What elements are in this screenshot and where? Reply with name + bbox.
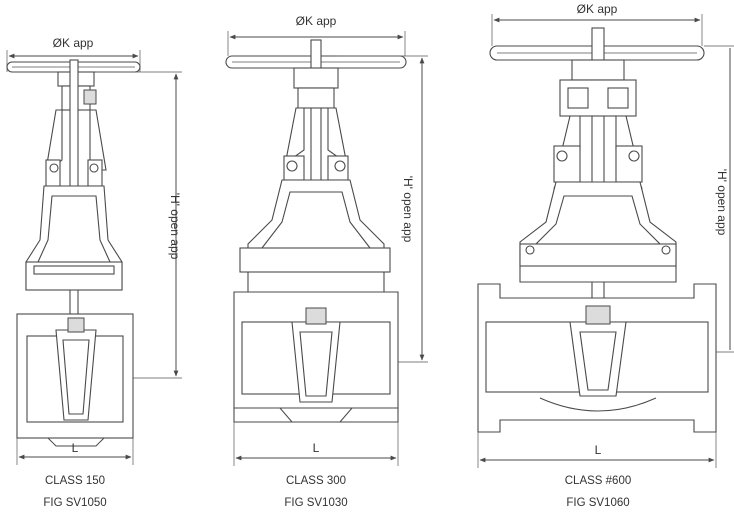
- l-dimension-label: L: [313, 441, 320, 455]
- valve-class-600: ØK app: [477, 2, 734, 509]
- valve-class-150: ØK app 'H' open: [6, 36, 182, 509]
- h-dimension-label: 'H' open app: [715, 169, 729, 236]
- k-dimension-label: ØK app: [296, 14, 337, 28]
- class-label: CLASS 300: [286, 475, 346, 487]
- fig-label: FIG SV1030: [284, 497, 347, 509]
- h-dimension-label: 'H' open app: [401, 176, 415, 243]
- l-dimension-label: L: [595, 443, 602, 457]
- k-dimension-label: ØK app: [577, 2, 618, 16]
- valve-class-300: ØK app 'H' open app: [225, 14, 428, 509]
- fig-label: FIG SV1060: [566, 497, 629, 509]
- k-dimension-label: ØK app: [53, 36, 94, 50]
- fig-label: FIG SV1050: [43, 497, 106, 509]
- h-dimension-label: 'H' open app: [168, 193, 182, 260]
- l-dimension-label: L: [72, 441, 79, 455]
- class-label: CLASS 150: [45, 475, 105, 487]
- class-label: CLASS #600: [565, 475, 632, 487]
